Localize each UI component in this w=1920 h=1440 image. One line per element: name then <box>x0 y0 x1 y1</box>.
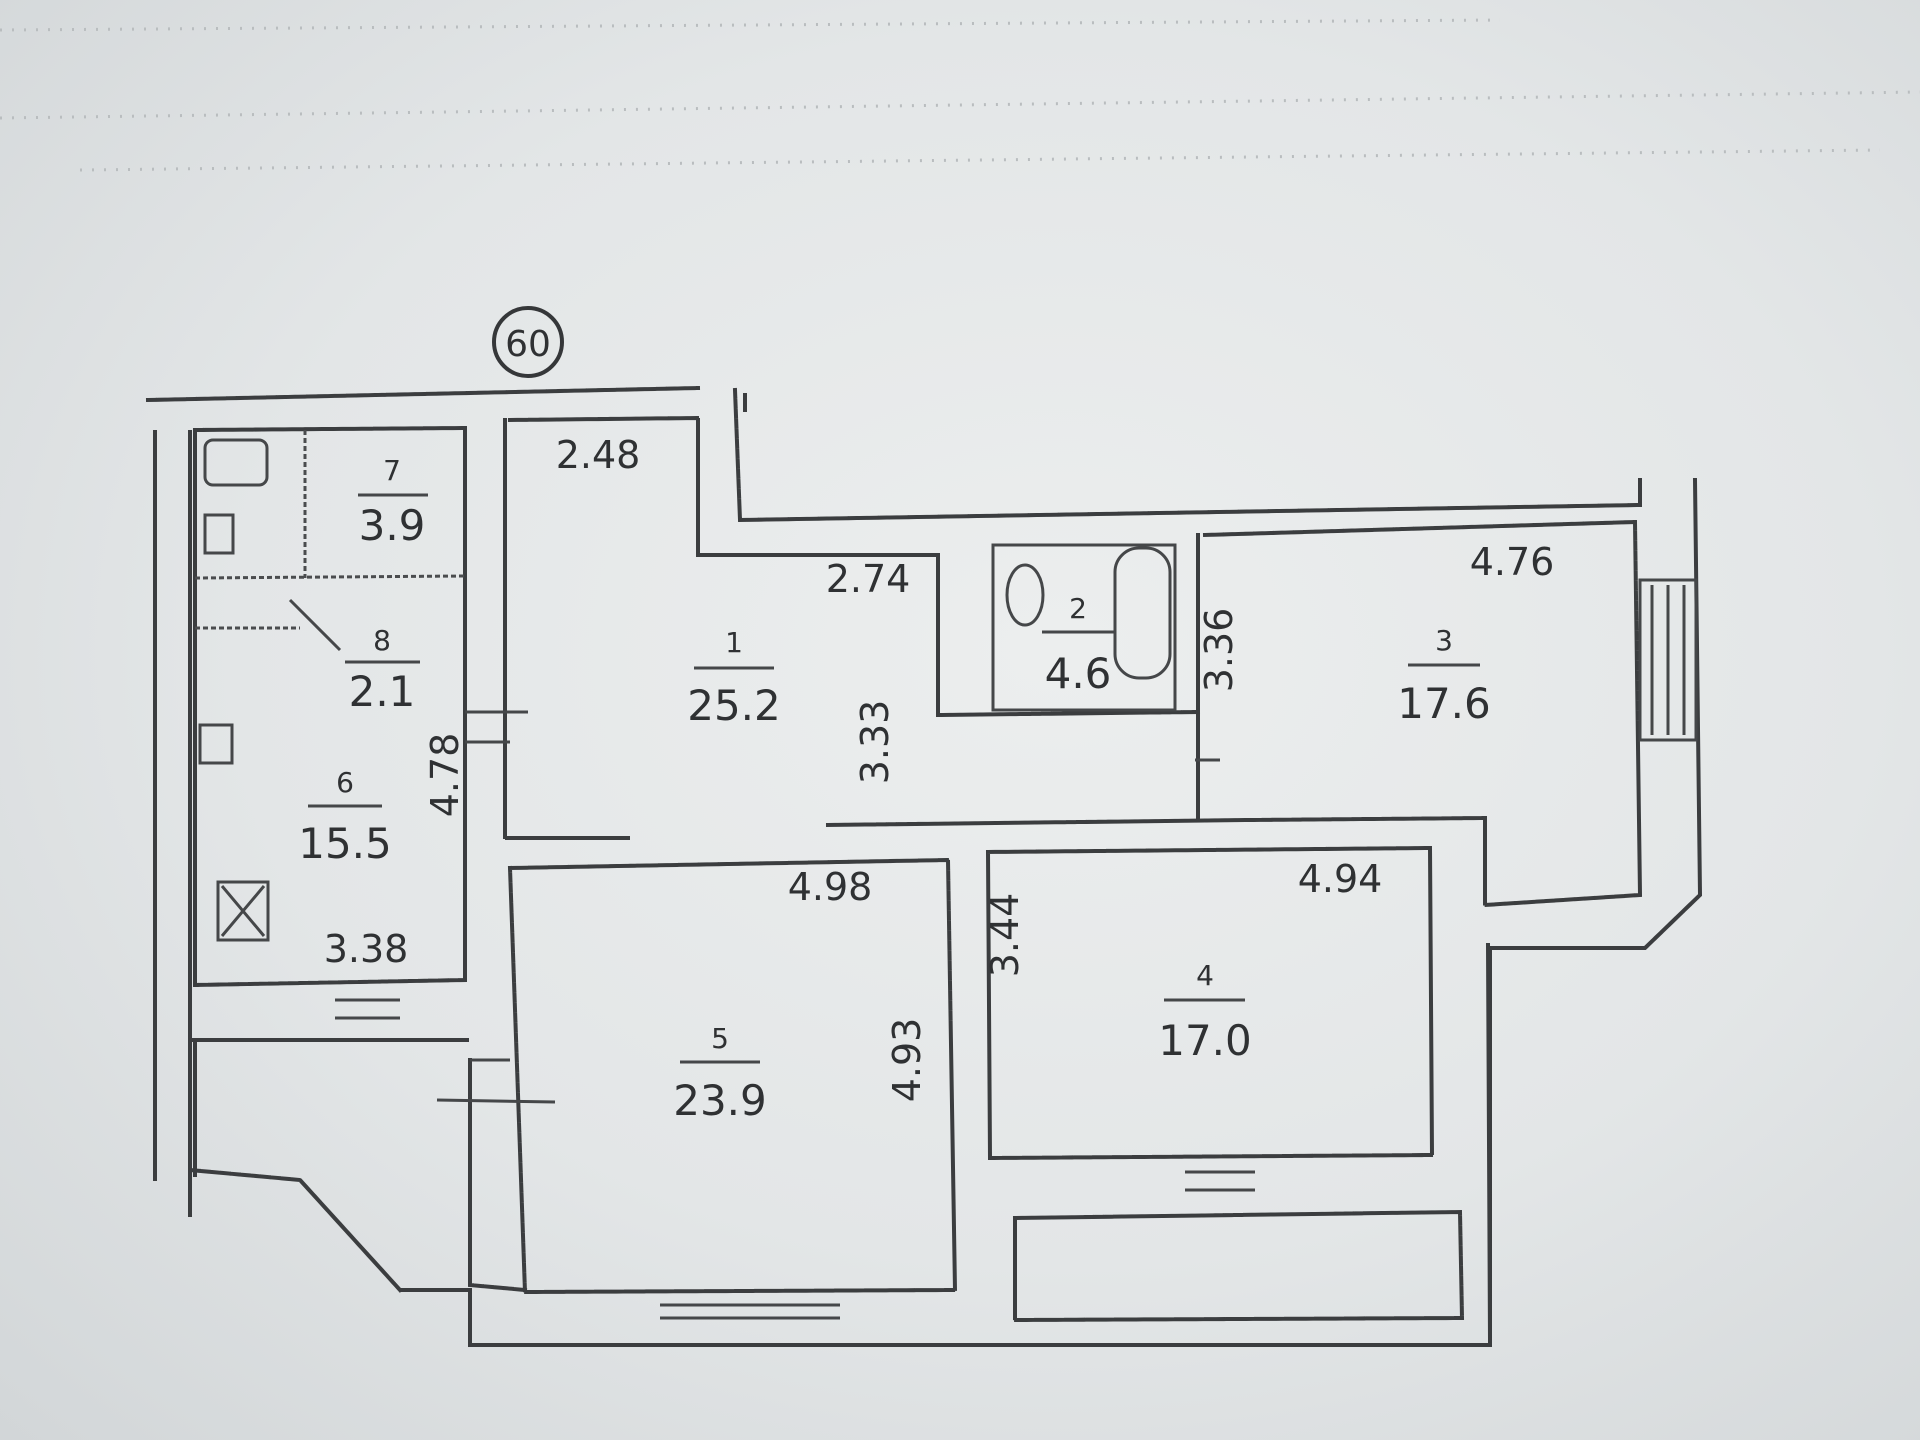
svg-text:23.9: 23.9 <box>673 1076 767 1125</box>
sink-icon <box>203 513 235 555</box>
dimension-2-74: 2.74 <box>826 557 911 601</box>
area-fraction-bars <box>308 493 1480 1064</box>
toilet-icon <box>203 438 269 487</box>
dimension-4-94: 4.94 <box>1298 857 1383 901</box>
svg-text:4.6: 4.6 <box>1045 649 1112 698</box>
sink-icon <box>1005 563 1045 627</box>
svg-text:1: 1 <box>725 626 743 659</box>
room-7-label: 7 3.9 <box>359 454 426 550</box>
svg-text:25.2: 25.2 <box>687 681 781 730</box>
exterior-walls <box>145 385 1703 1347</box>
room-5-label: 5 23.9 <box>673 1022 767 1125</box>
stove-icon <box>216 880 270 942</box>
svg-text:4: 4 <box>1196 959 1214 992</box>
room-3-label: 3 17.6 <box>1397 624 1491 728</box>
interior-walls <box>192 415 1643 1323</box>
dimension-labels: 2.48 2.74 4.76 3.38 4.98 4.94 3.33 3.36 … <box>324 433 1555 1102</box>
svg-text:6: 6 <box>336 766 354 799</box>
room-8-label: 8 2.1 <box>349 624 416 716</box>
room-6-label: 6 15.5 <box>298 766 392 868</box>
sanitary-fixtures <box>198 438 1177 942</box>
dimension-4-78: 4.78 <box>423 733 467 818</box>
svg-text:3: 3 <box>1435 624 1453 657</box>
svg-text:3.9: 3.9 <box>359 501 426 550</box>
svg-text:2.1: 2.1 <box>349 667 416 716</box>
svg-text:8: 8 <box>373 624 391 657</box>
dimension-4-76: 4.76 <box>1470 540 1555 584</box>
dimension-3-36: 3.36 <box>1197 608 1241 693</box>
dimension-4-98: 4.98 <box>788 865 873 909</box>
room-2-label: 2 4.6 <box>1045 592 1112 698</box>
svg-text:7: 7 <box>383 454 401 487</box>
svg-text:17.6: 17.6 <box>1397 679 1491 728</box>
dimension-4-93: 4.93 <box>885 1018 929 1103</box>
dimension-3-38: 3.38 <box>324 927 409 971</box>
dimension-3-44: 3.44 <box>983 893 1027 978</box>
svg-text:5: 5 <box>711 1022 729 1055</box>
bathtub-icon <box>1113 546 1172 680</box>
svg-text:17.0: 17.0 <box>1158 1016 1252 1065</box>
room-1-label: 1 25.2 <box>687 626 781 730</box>
openings <box>288 578 1698 1320</box>
bleed-through-marks <box>0 18 1920 172</box>
svg-text:2: 2 <box>1069 592 1087 625</box>
room-4-label: 4 17.0 <box>1158 959 1252 1065</box>
apartment-number: 60 <box>505 324 551 365</box>
sink-icon <box>198 723 234 765</box>
dimension-3-33: 3.33 <box>853 700 897 785</box>
dimension-2-48: 2.48 <box>556 433 641 477</box>
svg-text:15.5: 15.5 <box>298 819 392 868</box>
apartment-number-badge: 60 <box>492 306 564 378</box>
